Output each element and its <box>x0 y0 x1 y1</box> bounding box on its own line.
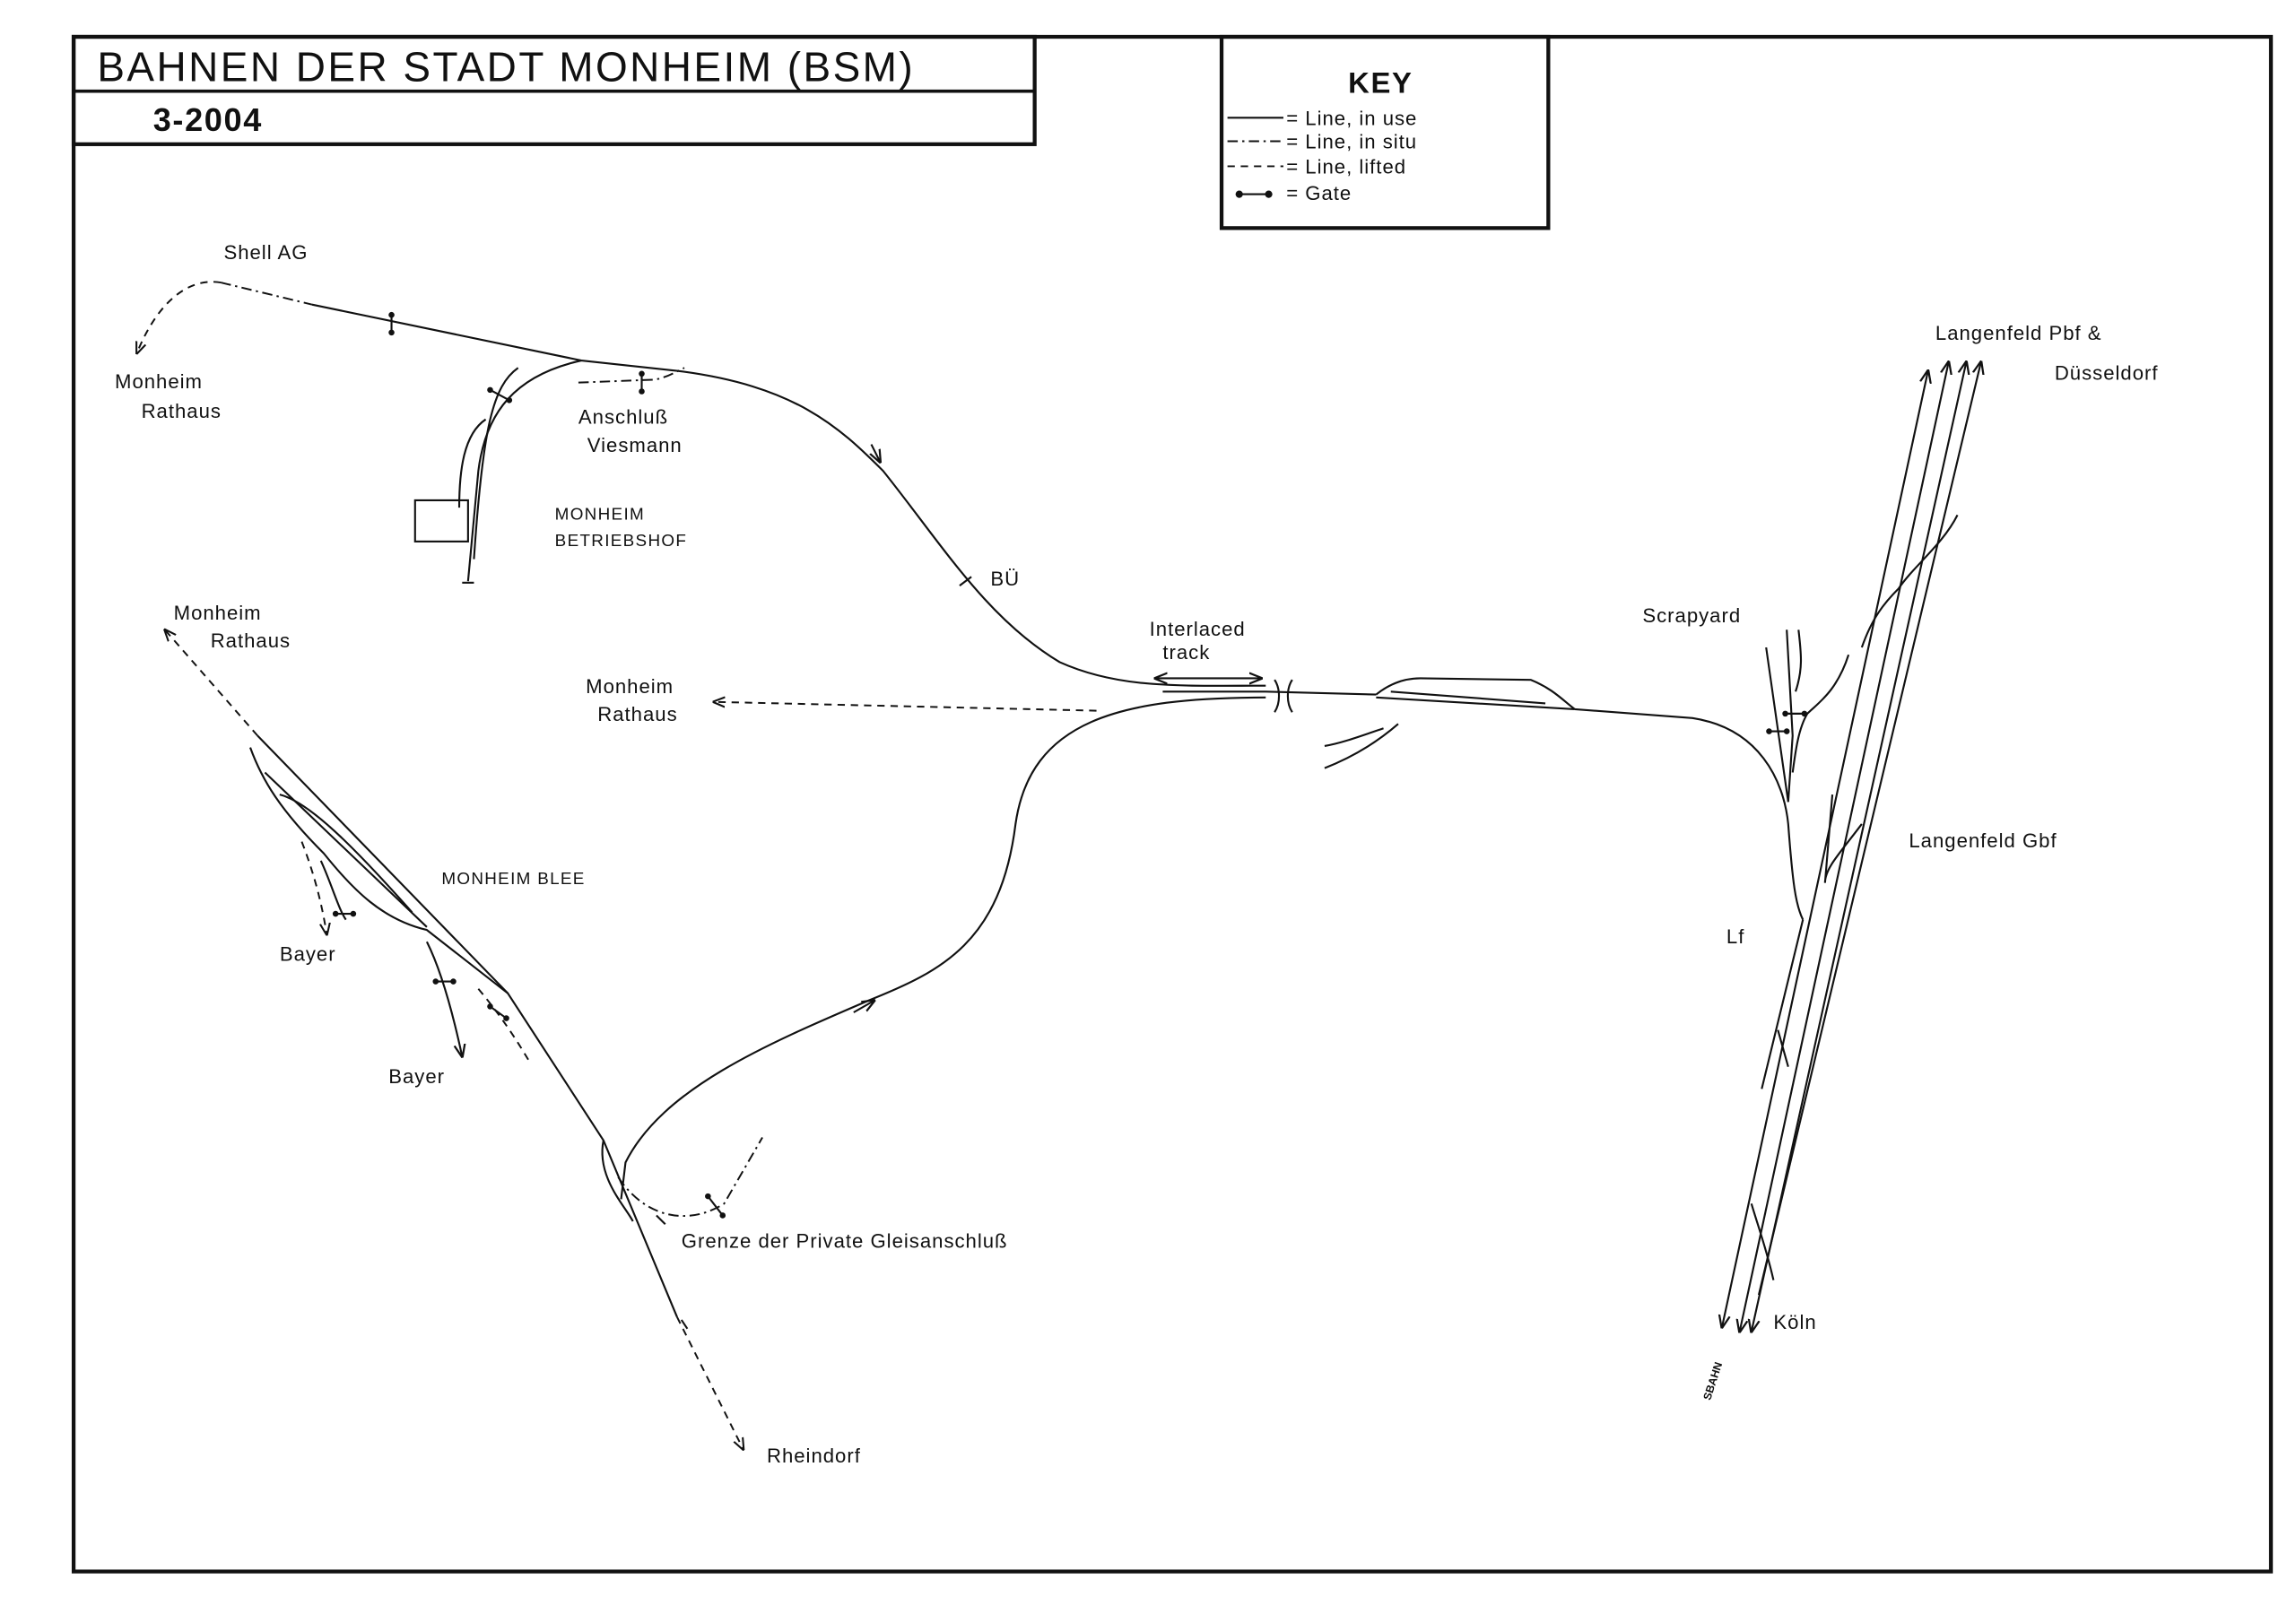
label-monheim-blee: MONHEIM BLEE <box>441 869 585 888</box>
key-label: = Line, in use <box>1286 107 1417 129</box>
label-monheim-rathaus-c: Rathaus <box>597 703 677 725</box>
label-betriebshof: BETRIEBSHOF <box>555 531 688 550</box>
gate-icon <box>705 1193 726 1219</box>
label-langenfeld-gbf: Langenfeld Gbf <box>1909 829 2057 852</box>
label-dusseldorf: Düsseldorf <box>2055 361 2159 384</box>
label-shell: Shell AG <box>223 241 308 264</box>
label-monheim-rathaus-c: Monheim <box>586 675 674 698</box>
label-sbahn: SBAHN <box>1700 1360 1725 1402</box>
title-block: BAHNEN DER STADT MONHEIM (BSM) 3-2004 <box>71 34 1037 146</box>
label-monheim-rathaus-nw: Monheim <box>115 370 203 393</box>
gate-icon <box>1235 190 1273 198</box>
label-grenze: Grenze der Private Gleisanschluß <box>682 1230 1008 1253</box>
label-interlaced: track <box>1162 641 1210 664</box>
key-heading: KEY <box>1348 65 1413 99</box>
label-viesmann: Viesmann <box>587 434 683 456</box>
label-koln: Köln <box>1773 1311 1816 1333</box>
map-key: KEY = Line, in use = Line, in situ = Lin… <box>1219 34 1551 230</box>
key-label: = Gate <box>1286 182 1352 204</box>
gate-icon <box>432 978 457 985</box>
key-label: = Line, lifted <box>1286 156 1406 178</box>
label-langenfeld-pbf: Langenfeld Pbf & <box>1935 322 2102 344</box>
gate-icon <box>1766 728 1790 734</box>
label-viesmann: Anschluß <box>578 406 668 429</box>
label-monheim-rathaus-w: Rathaus <box>211 629 291 652</box>
label-scrapyard: Scrapyard <box>1642 604 1741 627</box>
label-interlaced: Interlaced <box>1150 618 1246 640</box>
label-rheindorf: Rheindorf <box>767 1445 861 1467</box>
map-date: 3-2004 <box>153 101 263 138</box>
gate-icon <box>332 910 357 917</box>
map-frame <box>71 34 2274 1574</box>
place-labels: Shell AG Monheim Rathaus Anschluß Viesma… <box>115 241 2158 1467</box>
label-bayer: Bayer <box>280 943 336 966</box>
label-bayer: Bayer <box>388 1065 445 1088</box>
label-bu: BÜ <box>990 568 1020 590</box>
map-title: BAHNEN DER STADT MONHEIM (BSM) <box>97 43 915 90</box>
label-monheim-rathaus-w: Monheim <box>174 602 262 624</box>
gate-icon <box>388 311 395 336</box>
label-betriebshof: MONHEIM <box>555 504 645 523</box>
key-label: = Line, in situ <box>1286 131 1417 153</box>
gate-icon <box>1782 710 1808 717</box>
track-network <box>137 281 1981 1449</box>
label-monheim-rathaus-nw: Rathaus <box>142 400 222 422</box>
depot-building <box>413 499 469 542</box>
gate-icon <box>487 386 513 404</box>
label-lf: Lf <box>1726 925 1744 948</box>
gate-icon <box>487 1003 509 1021</box>
gate-icon <box>639 370 645 395</box>
